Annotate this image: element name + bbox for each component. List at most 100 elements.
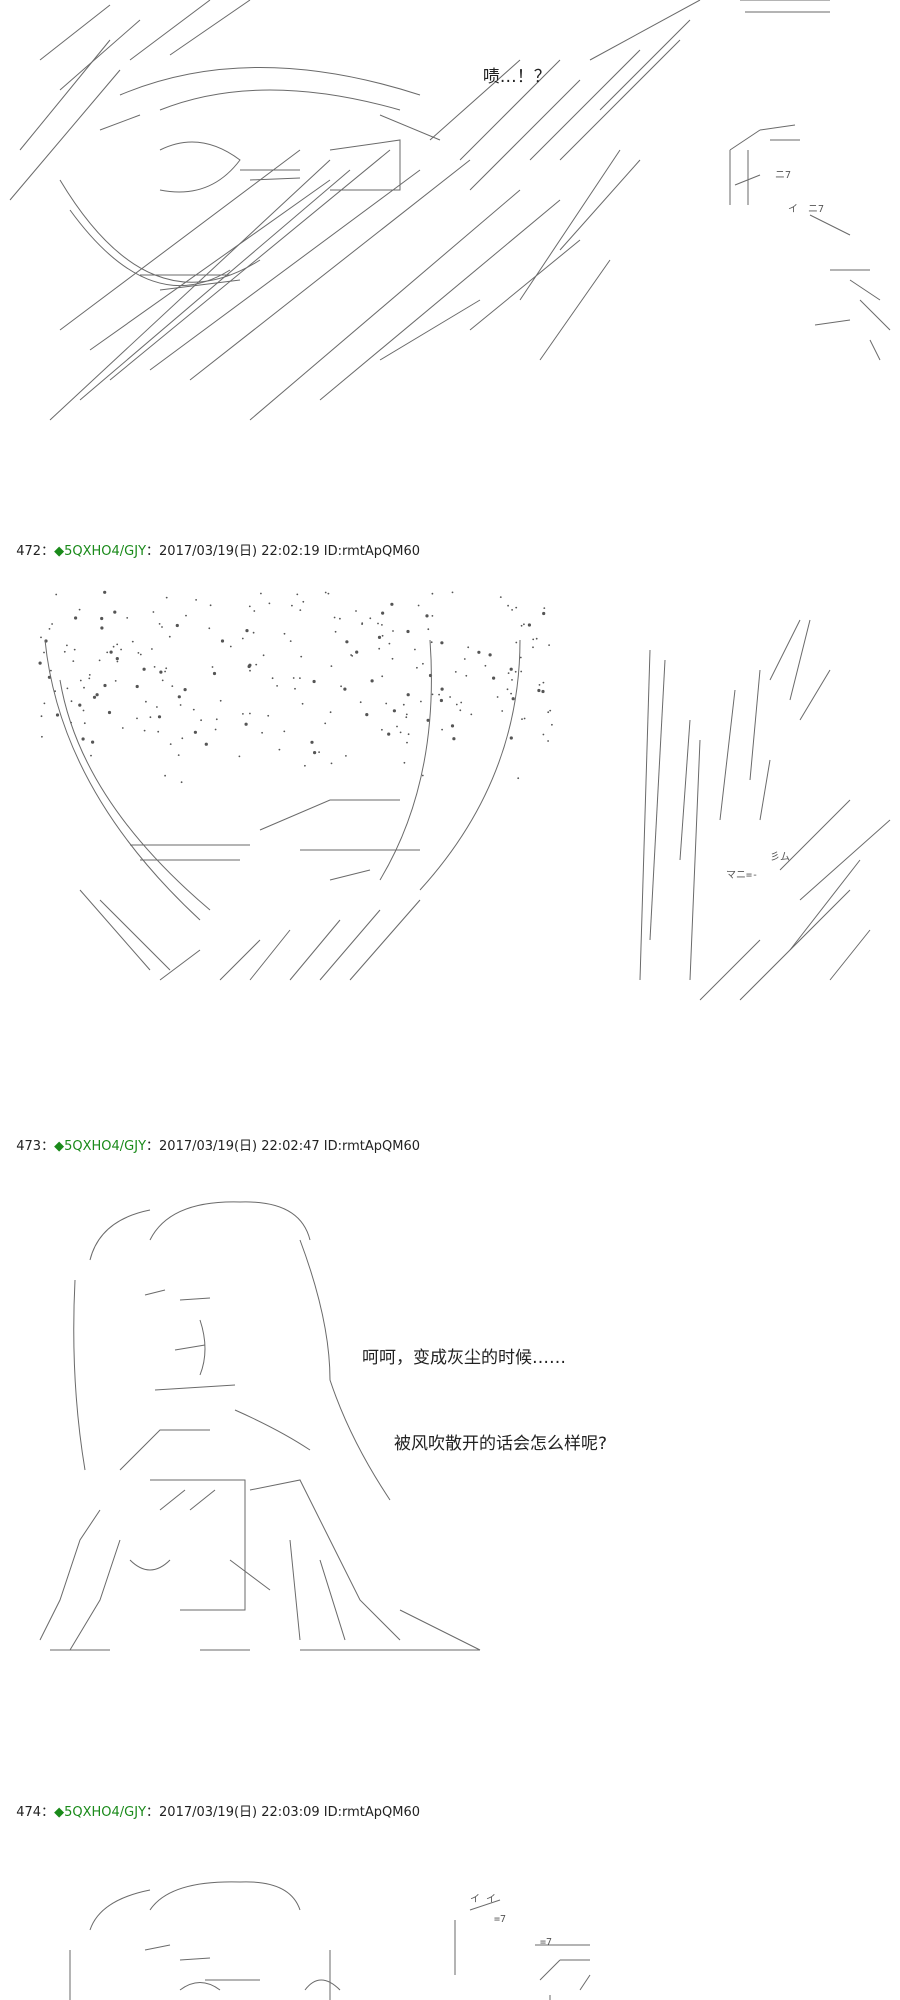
dust-particle (548, 644, 550, 646)
dust-particle (381, 634, 384, 637)
dust-particle (406, 741, 408, 744)
dust-particle (238, 755, 241, 758)
dust-particle (171, 685, 174, 687)
post-header: 473：◆5QXHO4/GJY：2017/03/19(日) 22:02:47 I… (8, 1123, 420, 1155)
dust-particle (477, 650, 481, 654)
dust-particle (95, 693, 99, 697)
dust-particle (406, 693, 410, 697)
dust-particle (51, 623, 53, 625)
dust-particle (327, 592, 330, 595)
dust-particle (515, 641, 518, 644)
dust-particle (136, 717, 138, 720)
dust-particle (438, 693, 440, 696)
dust-particle (74, 616, 78, 620)
dust-particle (427, 628, 430, 631)
dust-particle (343, 687, 347, 691)
dust-particle (506, 688, 509, 691)
sfx-text: 彡ム (770, 851, 790, 863)
panel1-sfx: イ ニ7 ニ7 (775, 170, 824, 215)
dust-particle (41, 735, 43, 738)
sfx-text: ニ7 (775, 170, 791, 181)
dust-particle (313, 751, 317, 755)
dust-particle (296, 593, 299, 596)
dust-particle (262, 654, 265, 657)
dust-particle (403, 761, 406, 764)
dust-particle (301, 702, 304, 705)
dust-particle (420, 700, 422, 703)
dust-particle (103, 683, 107, 688)
dust-particle (390, 602, 394, 606)
sfx-text: マニ=- (726, 870, 758, 881)
dust-particle (422, 662, 424, 665)
dust-particle (115, 657, 119, 661)
author-trip[interactable]: ◆5QXHO4/GJY (54, 1805, 147, 1820)
dust-particle (151, 648, 153, 650)
dust-particle (299, 609, 302, 611)
dust-particle (300, 655, 303, 658)
dust-particle (48, 628, 51, 630)
dust-particle (260, 592, 262, 595)
hooded-figure-art-2: イ イ =7 =7 (69, 1881, 591, 2000)
dust-particle (510, 692, 512, 695)
dust-particle (440, 687, 444, 691)
dust-particle (40, 636, 42, 639)
dust-particle (157, 730, 160, 733)
post-number: 474 (16, 1805, 42, 1820)
dust-particle (283, 730, 286, 733)
dust-particle (214, 728, 217, 731)
dust-particle (488, 653, 492, 657)
dust-particle (212, 671, 217, 676)
dust-particle (501, 710, 504, 712)
dust-particle (310, 740, 314, 744)
dust-particle (63, 650, 66, 653)
dust-particle (120, 648, 122, 651)
dust-particle (499, 596, 502, 598)
dust-particle (185, 614, 187, 617)
dust-particle (92, 695, 97, 699)
dust-particle (83, 722, 86, 725)
dust-particle (541, 689, 545, 694)
dust-particle (537, 688, 541, 693)
dialogue-bubble: 呵呵，变成灰尘的时候…… 被风吹散开的话会怎么样呢? (362, 1293, 607, 1483)
dust-particle (208, 627, 211, 630)
hooded-figure-art (39, 1201, 481, 1651)
dust-particle (209, 604, 212, 607)
dust-particle (381, 611, 385, 615)
dust-particle (100, 616, 104, 621)
dust-particle (242, 713, 244, 715)
dust-particle (169, 743, 172, 745)
dust-particle (149, 716, 152, 719)
dust-particle (324, 722, 327, 725)
dust-particle (73, 648, 76, 651)
dust-particle (378, 647, 381, 650)
dust-particle (339, 617, 341, 620)
dialogue-line: 被风吹散开的话会怎么样呢? (394, 1434, 608, 1454)
dust-particle (542, 733, 545, 736)
dust-particle (515, 606, 518, 609)
dust-particle (116, 643, 119, 646)
dust-particle (333, 616, 336, 619)
dust-particle (334, 630, 337, 633)
dust-particle (365, 713, 369, 717)
dust-particle (98, 659, 101, 662)
dust-particle (103, 590, 107, 594)
dust-particle (431, 592, 434, 595)
dust-particle (248, 663, 252, 667)
dust-particle (340, 685, 342, 688)
dust-particle (392, 709, 396, 713)
dust-particle (158, 623, 161, 625)
dust-particle (450, 724, 455, 728)
dust-particle (511, 609, 513, 611)
author-trip[interactable]: ◆5QXHO4/GJY (54, 544, 147, 559)
dust-particle (244, 722, 248, 726)
dust-particle (229, 645, 232, 648)
dust-particle (109, 650, 113, 654)
dust-particle (253, 610, 256, 612)
dust-particle (55, 593, 58, 596)
dust-particle (211, 666, 214, 668)
author-trip[interactable]: ◆5QXHO4/GJY (54, 1139, 147, 1154)
dust-particle (517, 777, 520, 780)
dust-particle (50, 669, 52, 672)
dust-particle (54, 690, 56, 693)
dust-particle (164, 774, 167, 777)
